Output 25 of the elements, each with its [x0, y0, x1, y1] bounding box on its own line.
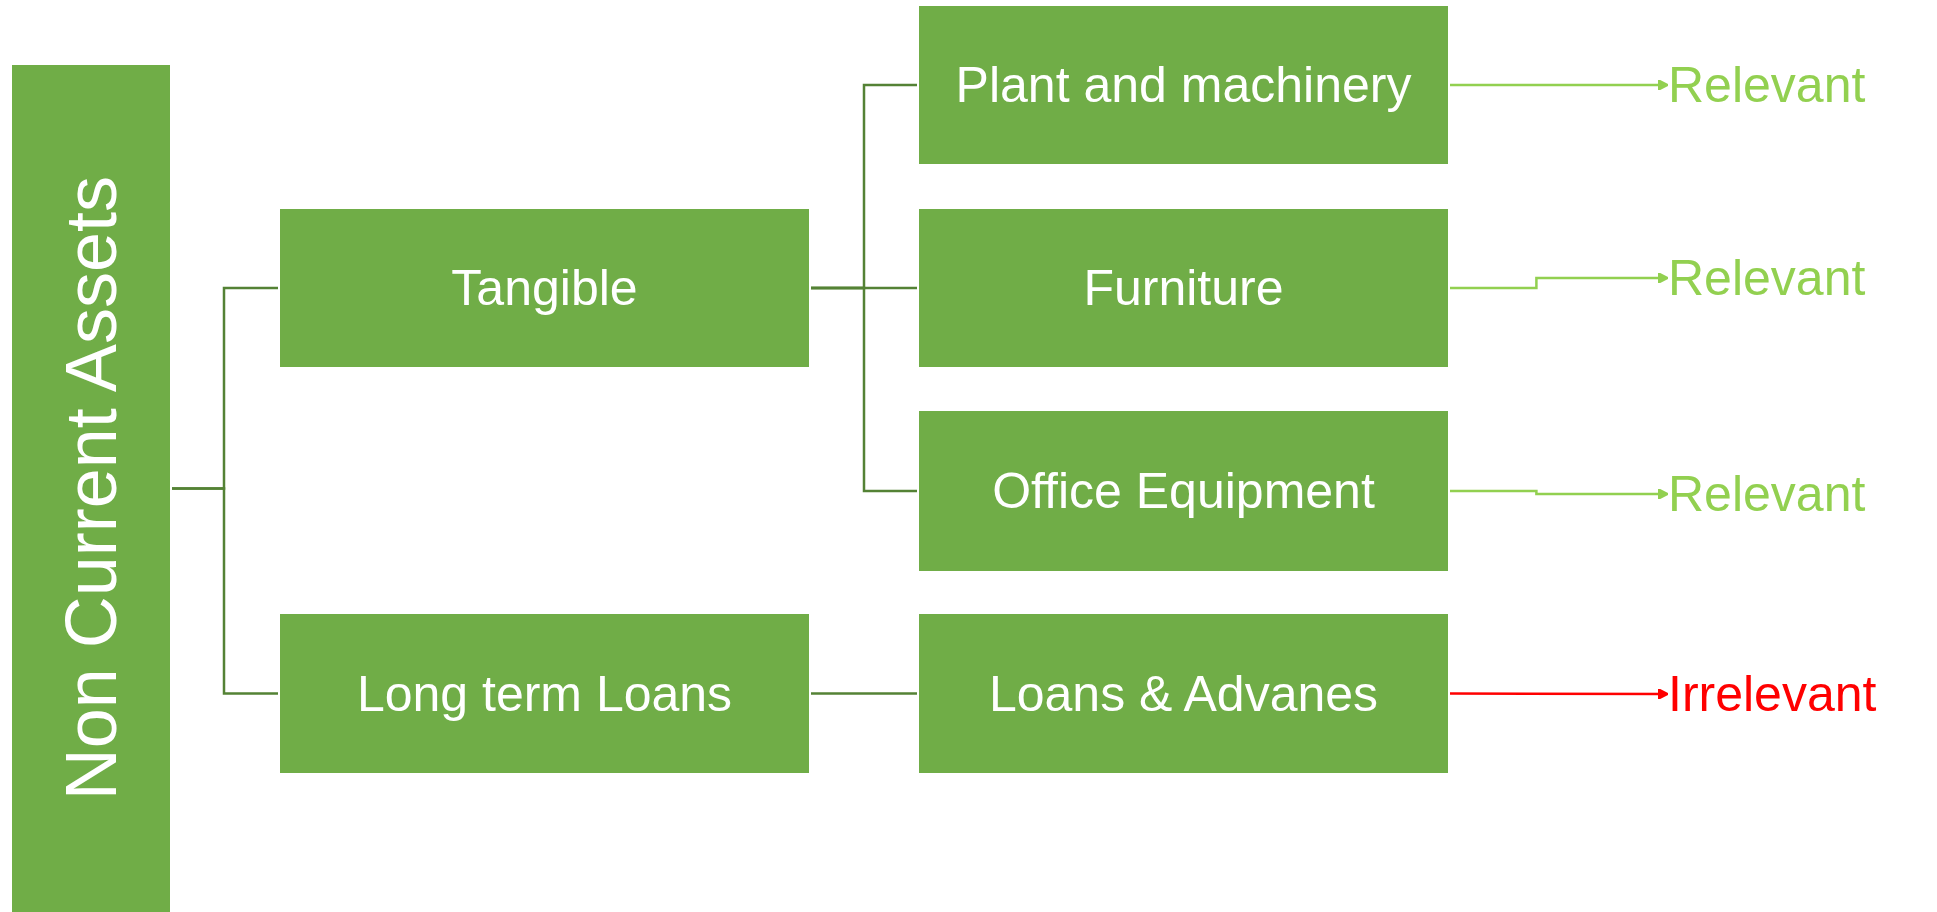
category-box [919, 209, 1448, 367]
relevance-label: Relevant [1668, 465, 1866, 523]
arrow [1450, 488, 1669, 500]
category-box [280, 209, 809, 367]
box-label: Plant and machinery [955, 56, 1412, 115]
arrow [1450, 272, 1669, 290]
category-box [280, 614, 809, 773]
box-label: Non Current Assets [49, 176, 132, 801]
box-label: Loans & Advanes [988, 664, 1379, 724]
connector-line [811, 286, 917, 493]
relevance-label: Relevant [1668, 249, 1866, 307]
arrow [1450, 79, 1669, 91]
connector-line [811, 692, 917, 695]
box-label: Long term Loans [356, 664, 733, 724]
category-bar [12, 65, 170, 912]
box-label: Furniture [1083, 259, 1284, 318]
category-box [919, 614, 1448, 773]
relevance-label: Relevant [1668, 56, 1866, 114]
box-label: Office Equipment [992, 462, 1375, 521]
category-box [919, 6, 1448, 164]
relevance-label: Irrelevant [1668, 665, 1877, 723]
arrow [1450, 688, 1669, 700]
box-label: Tangible [451, 259, 638, 318]
connector-line [172, 487, 278, 695]
category-box [919, 411, 1448, 571]
